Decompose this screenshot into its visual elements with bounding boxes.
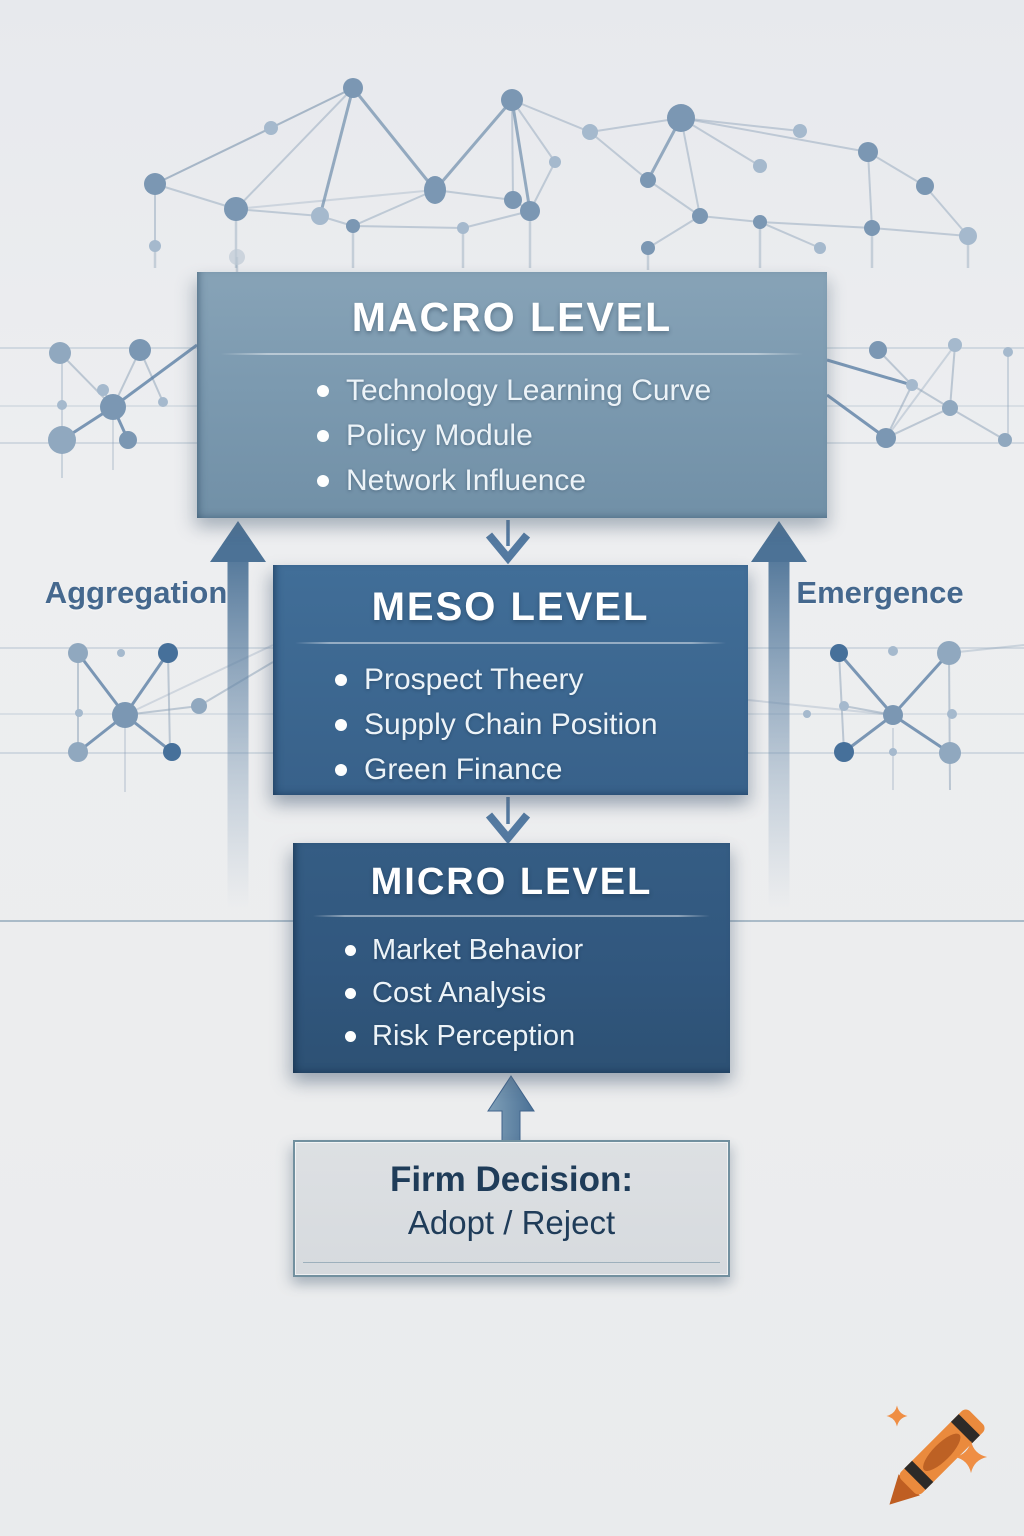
bullet-item: Technology Learning Curve [197, 368, 827, 413]
bullet-dot-icon [317, 474, 329, 487]
bullet-item: Cost Analysis [293, 972, 730, 1015]
bullet-label: Supply Chain Position [364, 707, 658, 741]
title-divider [295, 642, 726, 644]
bullet-dot-icon [317, 384, 329, 397]
right-low-cluster [747, 641, 1024, 791]
meso-to-micro-arrow [485, 797, 531, 845]
crayon-icon [889, 1409, 985, 1505]
bullet-item: Supply Chain Position [273, 702, 748, 747]
bullet-item: Market Behavior [293, 929, 730, 972]
bullet-item: Risk Perception [293, 1015, 730, 1058]
macro-bullet-list: Technology Learning Curve Policy Module … [197, 368, 827, 503]
meso-level-box: MESO LEVEL Prospect Theery Supply Chain … [273, 565, 748, 795]
bullet-dot-icon [335, 673, 347, 686]
bullet-dot-icon [317, 429, 329, 442]
decision-subtitle: Adopt / Reject [407, 1204, 616, 1241]
top-network [144, 78, 977, 272]
aggregation-arrow [210, 521, 266, 910]
bullet-label: Green Finance [364, 752, 563, 786]
bullet-dot-icon [335, 763, 347, 776]
sparkle-icon [954, 1440, 988, 1474]
decision-title: Firm Decision: [389, 1160, 634, 1199]
title-divider [221, 353, 803, 355]
meso-level-title: MESO LEVEL [371, 585, 650, 629]
bullet-item: Prospect Theery [273, 657, 748, 702]
bullet-label: Policy Module [346, 418, 533, 452]
bullet-item: Policy Module [197, 413, 827, 458]
firm-decision-box: Firm Decision: Adopt / Reject [293, 1140, 730, 1277]
bullet-label: Prospect Theery [364, 662, 584, 696]
bullet-label: Risk Perception [372, 1020, 576, 1052]
left-low-cluster [68, 643, 274, 792]
bullet-label: Market Behavior [372, 934, 584, 966]
bullet-item: Green Finance [273, 747, 748, 792]
sparkle-icon [886, 1405, 908, 1427]
macro-level-title: MACRO LEVEL [351, 294, 673, 340]
micro-level-title: MICRO LEVEL [370, 861, 653, 903]
left-mid-cluster [48, 339, 198, 478]
bullet-label: Technology Learning Curve [346, 373, 712, 407]
title-divider [313, 915, 710, 917]
right-mid-cluster [826, 338, 1013, 448]
bullet-item: Network Influence [197, 458, 827, 503]
bullet-dot-icon [345, 945, 356, 956]
decision-inner-divider [303, 1262, 720, 1263]
decision-to-micro-arrow [487, 1075, 535, 1142]
bullet-dot-icon [345, 1031, 356, 1042]
aggregation-label: Aggregation [44, 575, 228, 610]
bullet-label: Cost Analysis [372, 977, 547, 1009]
bullet-dot-icon [335, 718, 347, 731]
bullet-dot-icon [345, 988, 356, 999]
meso-bullet-list: Prospect Theery Supply Chain Position Gr… [273, 657, 748, 792]
macro-level-box: MACRO LEVEL Technology Learning Curve Po… [197, 272, 827, 518]
macro-to-meso-arrow [485, 520, 531, 565]
emergence-arrow [751, 521, 807, 910]
micro-bullet-list: Market Behavior Cost Analysis Risk Perce… [293, 929, 730, 1058]
micro-level-box: MICRO LEVEL Market Behavior Cost Analysi… [293, 843, 730, 1073]
emergence-label: Emergence [796, 575, 964, 610]
bullet-label: Network Influence [346, 463, 587, 497]
